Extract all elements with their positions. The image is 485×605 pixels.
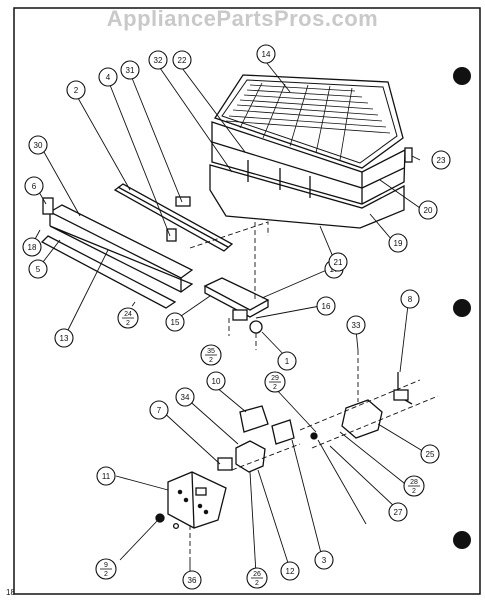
watermark: AppliancePartsPros.com — [106, 6, 379, 31]
callout-30: 30 — [28, 135, 48, 155]
callout-label: 18 — [28, 243, 37, 252]
callout-label: 16 — [322, 302, 331, 311]
callout-denominator: 2 — [412, 488, 416, 495]
callout-label: 30 — [34, 141, 43, 150]
callout-denominator: 2 — [126, 320, 130, 327]
callout-31: 31 — [120, 60, 140, 80]
callout-7: 7 — [149, 400, 169, 420]
callout-20: 20 — [418, 200, 438, 220]
binder-hole-middle — [453, 299, 471, 317]
callout-27: 27 — [388, 502, 408, 522]
assembly-guide-lines — [127, 221, 439, 558]
callout-denominator: 2 — [209, 357, 213, 364]
callout-label: 10 — [212, 377, 221, 386]
callout-19: 19 — [388, 233, 408, 253]
callout-21: 21 — [328, 252, 348, 272]
callout-33: 33 — [346, 315, 366, 335]
callout-36: 36 — [182, 570, 202, 590]
callout-6: 6 — [24, 176, 44, 196]
callout-35-fraction: 352 — [200, 344, 222, 366]
callout-label: 3 — [322, 556, 327, 565]
callout-23: 23 — [431, 150, 451, 170]
callout-label: 15 — [171, 318, 180, 327]
callout-label: 11 — [102, 472, 111, 481]
callout-label: 7 — [157, 406, 162, 415]
callout-label: 31 — [126, 66, 135, 75]
callout-label: 6 — [32, 182, 37, 191]
callout-label: 33 — [352, 321, 361, 330]
binder-hole-bottom — [453, 531, 471, 549]
callout-label: 23 — [437, 156, 446, 165]
callout-label: 36 — [188, 576, 197, 585]
page-number: 18 — [6, 588, 15, 597]
callout-14: 14 — [256, 44, 276, 64]
binder-hole-top — [453, 67, 471, 85]
callout-label: 20 — [424, 206, 433, 215]
shelf-front-assembly — [40, 183, 234, 309]
callout-29-fraction: 292 — [264, 371, 286, 393]
callout-leader-lines — [33, 61, 427, 575]
callout-label: 21 — [334, 258, 343, 267]
page-border — [13, 7, 481, 595]
callout-label: 14 — [262, 50, 271, 59]
callout-label: 12 — [286, 567, 295, 576]
callout-label: 13 — [60, 334, 69, 343]
callout-2: 2 — [66, 80, 86, 100]
callout-numerator: 35 — [207, 348, 215, 355]
light-socket-bracket — [203, 277, 270, 334]
callout-numerator: 26 — [253, 571, 261, 578]
callout-numerator: 29 — [271, 375, 279, 382]
callout-11: 11 — [96, 466, 116, 486]
callout-numerator: 28 — [410, 479, 418, 486]
callout-15: 15 — [165, 312, 185, 332]
callout-26-fraction: 262 — [246, 567, 268, 589]
callout-10: 10 — [206, 371, 226, 391]
callout-label: 4 — [106, 73, 111, 82]
callout-denominator: 2 — [273, 384, 277, 391]
callout-label: 34 — [181, 393, 190, 402]
callout-label: 1 — [285, 357, 290, 366]
callout-label: 8 — [408, 295, 413, 304]
callout-32: 32 — [148, 50, 168, 70]
callout-8: 8 — [400, 289, 420, 309]
callout-label: 25 — [426, 450, 435, 459]
callout-12: 12 — [280, 561, 300, 581]
callout-24-fraction: 242 — [117, 307, 139, 329]
callout-18: 18 — [22, 237, 42, 257]
callout-label: 5 — [36, 265, 41, 274]
callout-28-fraction: 282 — [403, 475, 425, 497]
callout-5: 5 — [28, 259, 48, 279]
callout-layer: 1234567810111213141516171819202122232527… — [22, 44, 451, 590]
callout-numerator: 24 — [124, 311, 132, 318]
callout-16: 16 — [316, 296, 336, 316]
control-housing-assembly — [155, 372, 413, 530]
callout-1: 1 — [277, 351, 297, 371]
callout-label: 19 — [394, 239, 403, 248]
callout-numerator: 9 — [104, 562, 108, 569]
callout-9-fraction: 92 — [95, 558, 117, 580]
callout-22: 22 — [172, 50, 192, 70]
callout-13: 13 — [54, 328, 74, 348]
callout-label: 2 — [74, 86, 79, 95]
callout-3: 3 — [314, 550, 334, 570]
callout-label: 32 — [154, 56, 163, 65]
callout-denominator: 2 — [255, 580, 259, 587]
callout-denominator: 2 — [104, 571, 108, 578]
crisper-drawer-assembly — [209, 74, 413, 229]
callout-label: 27 — [394, 508, 403, 517]
callout-25: 25 — [420, 444, 440, 464]
callout-label: 22 — [178, 56, 187, 65]
callout-34: 34 — [175, 387, 195, 407]
callout-4: 4 — [98, 67, 118, 87]
